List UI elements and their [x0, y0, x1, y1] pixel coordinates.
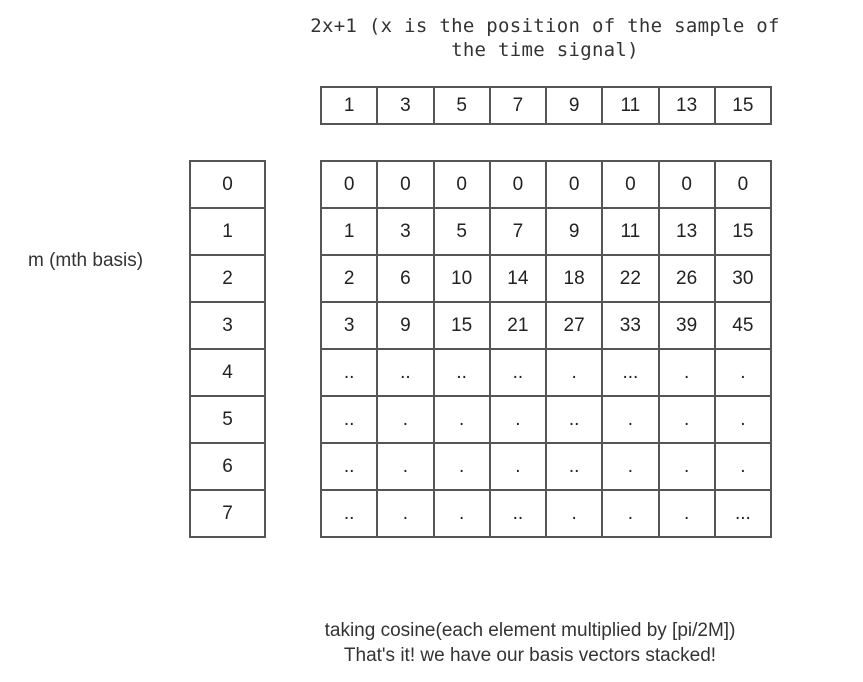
m-value-column: 0 1 2 3 4 5 6 7 — [189, 160, 266, 538]
top-caption: 2x+1 (x is the position of the sample of… — [270, 14, 820, 62]
matrix-cell: . — [659, 444, 716, 491]
matrix-cell: 0 — [322, 162, 379, 209]
matrix-cell: ... — [603, 350, 660, 397]
matrix-cell: . — [490, 397, 547, 444]
matrix-cell: 22 — [603, 256, 660, 303]
x-value-cell: 7 — [490, 88, 547, 125]
matrix-cell: 15 — [715, 209, 772, 256]
x-value-cell: 13 — [659, 88, 716, 125]
matrix-cell: . — [715, 350, 772, 397]
matrix-cell: . — [603, 397, 660, 444]
matrix-cell: 14 — [490, 256, 547, 303]
matrix-cell: .. — [490, 491, 547, 538]
matrix-cell: 33 — [603, 303, 660, 350]
matrix-cell: . — [715, 397, 772, 444]
matrix-cell: 0 — [490, 162, 547, 209]
matrix-cell: .. — [490, 350, 547, 397]
m-value-cell: 7 — [191, 491, 266, 538]
matrix-cell: . — [378, 444, 435, 491]
x-value-cell: 5 — [434, 88, 491, 125]
x-value-row: 1 3 5 7 9 11 13 15 — [320, 86, 772, 125]
product-matrix: 0 0 0 0 0 0 0 0 1 3 5 7 9 11 13 15 2 6 1… — [320, 160, 772, 538]
x-value-cell: 3 — [378, 88, 435, 125]
matrix-cell: 3 — [322, 303, 379, 350]
matrix-cell: 0 — [434, 162, 491, 209]
matrix-cell: . — [547, 491, 604, 538]
matrix-cell: 27 — [547, 303, 604, 350]
matrix-cell: .. — [322, 491, 379, 538]
matrix-cell: . — [434, 491, 491, 538]
matrix-cell: . — [547, 350, 604, 397]
bottom-caption-line-1: taking cosine(each element multiplied by… — [324, 620, 736, 641]
m-value-cell: 0 — [191, 162, 266, 209]
matrix-cell: ... — [715, 491, 772, 538]
matrix-cell: . — [378, 397, 435, 444]
x-value-cell: 1 — [322, 88, 379, 125]
matrix-cell: . — [378, 491, 435, 538]
matrix-cell: 0 — [603, 162, 660, 209]
matrix-cell: 10 — [434, 256, 491, 303]
matrix-cell: 0 — [715, 162, 772, 209]
m-value-cell: 1 — [191, 209, 266, 256]
matrix-cell: 45 — [715, 303, 772, 350]
matrix-cell: .. — [322, 397, 379, 444]
m-axis-label: m (mth basis) — [28, 250, 144, 271]
matrix-cell: . — [434, 397, 491, 444]
matrix-cell: 0 — [547, 162, 604, 209]
matrix-cell: 7 — [490, 209, 547, 256]
matrix-cell: 0 — [378, 162, 435, 209]
bottom-caption-line-2: That's it! we have our basis vectors sta… — [343, 645, 717, 666]
top-caption-line-2: the time signal) — [451, 39, 639, 61]
matrix-cell: .. — [378, 350, 435, 397]
matrix-cell: 39 — [659, 303, 716, 350]
matrix-cell: 26 — [659, 256, 716, 303]
matrix-cell: . — [490, 444, 547, 491]
matrix-cell: . — [434, 444, 491, 491]
matrix-cell: . — [659, 350, 716, 397]
matrix-cell: 3 — [378, 209, 435, 256]
x-value-cell: 9 — [547, 88, 604, 125]
matrix-cell: 1 — [322, 209, 379, 256]
matrix-cell: .. — [547, 397, 604, 444]
matrix-cell: 15 — [434, 303, 491, 350]
matrix-cell: . — [603, 444, 660, 491]
matrix-cell: .. — [322, 350, 379, 397]
matrix-cell: 30 — [715, 256, 772, 303]
matrix-cell: 13 — [659, 209, 716, 256]
m-value-cell: 5 — [191, 397, 266, 444]
matrix-cell: . — [603, 491, 660, 538]
matrix-cell: . — [659, 491, 716, 538]
matrix-cell: 6 — [378, 256, 435, 303]
x-value-cell: 11 — [603, 88, 660, 125]
matrix-cell: .. — [547, 444, 604, 491]
matrix-cell: . — [715, 444, 772, 491]
m-value-cell: 2 — [191, 256, 266, 303]
matrix-cell: . — [659, 397, 716, 444]
m-value-cell: 4 — [191, 350, 266, 397]
matrix-cell: 21 — [490, 303, 547, 350]
matrix-cell: 18 — [547, 256, 604, 303]
matrix-cell: .. — [434, 350, 491, 397]
matrix-cell: 0 — [659, 162, 716, 209]
matrix-cell: 2 — [322, 256, 379, 303]
matrix-cell: .. — [322, 444, 379, 491]
matrix-cell: 9 — [378, 303, 435, 350]
m-value-cell: 3 — [191, 303, 266, 350]
top-caption-line-1: 2x+1 (x is the position of the sample of — [310, 15, 780, 37]
m-value-cell: 6 — [191, 444, 266, 491]
matrix-cell: 5 — [434, 209, 491, 256]
matrix-cell: 9 — [547, 209, 604, 256]
x-value-cell: 15 — [715, 88, 772, 125]
bottom-caption: taking cosine(each element multiplied by… — [260, 618, 800, 668]
matrix-cell: 11 — [603, 209, 660, 256]
